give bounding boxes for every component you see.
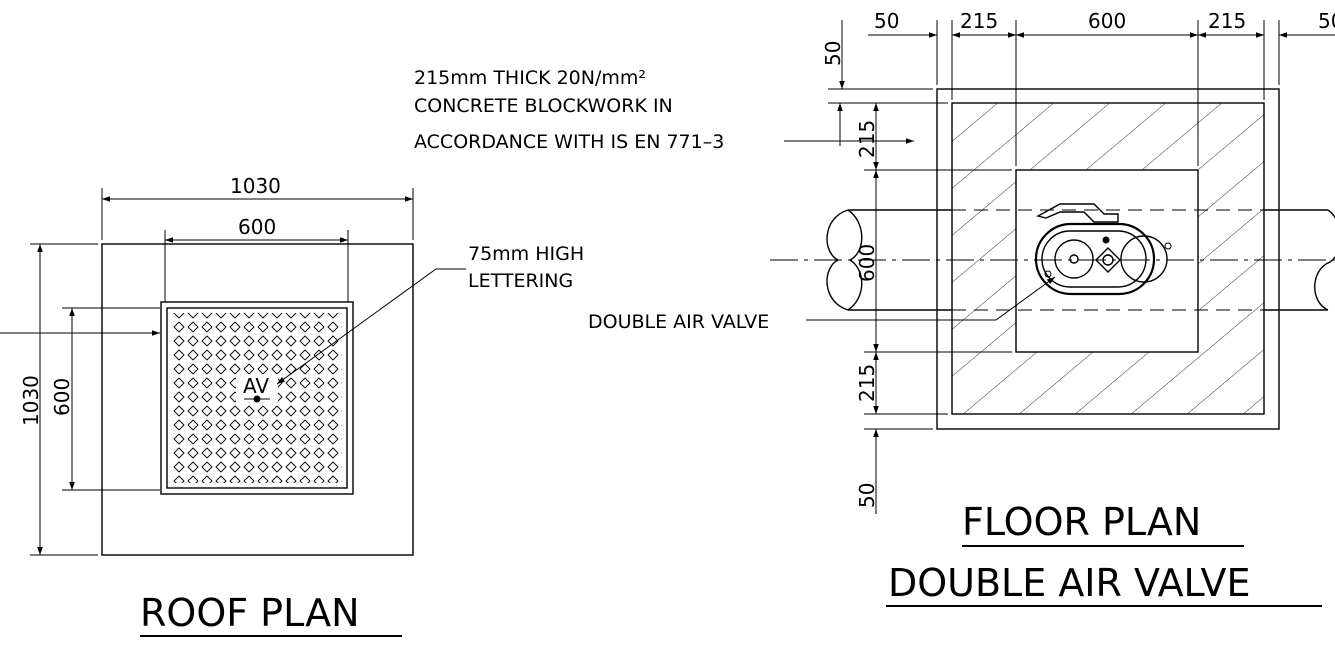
svg-text:50: 50: [821, 41, 845, 66]
svg-text:215: 215: [855, 364, 879, 402]
blockwork-note-line2: CONCRETE BLOCKWORK IN: [414, 95, 673, 117]
manhole-cover-plate: [166, 307, 348, 489]
floor-plan-title: FLOOR PLAN: [962, 500, 1201, 544]
left-dimension-chain: 50 215 600 215 50: [821, 20, 1012, 514]
floor-plan: DOUBLE AIR VALVE 215mm THICK 20N/mm² CON…: [414, 9, 1335, 607]
chamber-inner-opening: [1015, 169, 1199, 353]
svg-text:215: 215: [960, 9, 998, 33]
valve-label-leader: [806, 276, 1056, 321]
cover-center-dot: [253, 395, 261, 403]
lettering-note-leader: [276, 268, 466, 385]
blockwork-outer-face: [951, 102, 1265, 415]
roof-plan-title: ROOF PLAN: [140, 591, 360, 635]
blockwork-hatch: [952, 103, 1264, 414]
top-dimension-chain: 50 215 600 215 50: [868, 9, 1335, 166]
lettering-note-line2: LETTERING: [468, 270, 573, 292]
dim-overall-width-label: 1030: [230, 174, 281, 198]
svg-text:600: 600: [1088, 9, 1126, 33]
floor-plan-subtitle: DOUBLE AIR VALVE: [888, 561, 1251, 605]
dim-cover-height-label: 600: [50, 378, 74, 416]
dim-overall-height-label: 1030: [19, 375, 43, 426]
svg-text:50: 50: [874, 9, 899, 33]
valve-label: DOUBLE AIR VALVE: [588, 311, 769, 333]
svg-text:50: 50: [1318, 9, 1335, 33]
manhole-cover-frame: [160, 301, 354, 495]
svg-text:600: 600: [855, 244, 879, 282]
dim-cover-width-label: 600: [238, 215, 276, 239]
svg-text:215: 215: [855, 120, 879, 158]
main-pipe: [770, 209, 1335, 311]
double-air-valve-symbol: [1034, 203, 1172, 296]
blockwork-note-line1: 215mm THICK 20N/mm²: [414, 67, 646, 89]
blockwork-note-line3: ACCORDANCE WITH IS EN 771–3: [414, 131, 724, 153]
svg-text:215: 215: [1208, 9, 1246, 33]
svg-text:50: 50: [855, 483, 879, 508]
roof-plan: AV 1030 600 1030 600 75mm HIGH LETTERING…: [0, 174, 584, 637]
cover-marking-text: AV: [243, 374, 269, 398]
roof-slab-outline: [101, 243, 414, 556]
lettering-note-line1: 75mm HIGH: [468, 243, 584, 265]
chamber-outer-outline: [936, 88, 1280, 430]
